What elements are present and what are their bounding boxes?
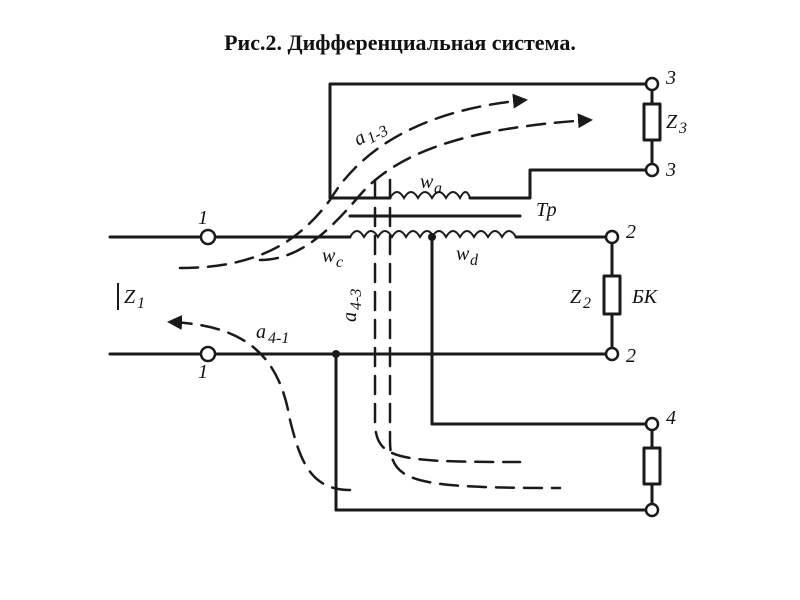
- terminal-4-top: [644, 416, 660, 432]
- label-terminal-2-bottom: 2: [626, 345, 636, 367]
- junction-center-tap: [428, 233, 436, 241]
- figure-caption: Рис.2. Дифференциальная система.: [0, 30, 800, 56]
- terminal-1-top: [199, 228, 217, 246]
- winding-wc: [349, 230, 436, 239]
- path-a41: [167, 314, 352, 492]
- label-terminal-2-top: 2: [626, 221, 636, 243]
- label-wc: w: [322, 245, 336, 267]
- path-a13-inner: [258, 113, 593, 262]
- winding-wd: [431, 230, 517, 239]
- label-z3-sub: 3: [678, 120, 687, 137]
- terminal-2-bottom: [604, 346, 620, 362]
- caption-text: Дифференциальная система.: [287, 30, 576, 55]
- path-a43-outer: [373, 178, 522, 464]
- label-a43: a: [339, 312, 361, 322]
- caption-number: 2.: [265, 30, 282, 55]
- label-wa-sub: a: [434, 180, 442, 197]
- label-wc-sub: c: [336, 254, 343, 271]
- label-terminal-1-top: 1: [198, 207, 208, 229]
- label-a41-sub: 4-1: [268, 330, 289, 347]
- terminal-3-bottom: [644, 162, 660, 178]
- path-a13-outer: [178, 93, 528, 270]
- label-z2: Z: [570, 286, 582, 308]
- label-bk: БК: [631, 286, 659, 308]
- z3-branch-wire: [328, 82, 654, 200]
- winding-wa: [389, 191, 471, 201]
- label-a43-sub: 4-3: [348, 289, 365, 310]
- label-wd: w: [456, 243, 470, 265]
- label-a13: a: [350, 126, 369, 150]
- terminal-1-bottom: [199, 345, 217, 363]
- label-z1-sub: 1: [137, 295, 145, 312]
- terminal-4-bottom: [644, 502, 660, 518]
- label-a41: a: [256, 321, 266, 343]
- label-terminal-1-bottom: 1: [198, 361, 208, 383]
- z2-resistor: [602, 274, 622, 316]
- label-tr: Тр: [536, 199, 557, 221]
- terminal-2-top: [604, 229, 620, 245]
- caption-prefix: Рис.: [224, 30, 266, 55]
- label-wa: w: [420, 171, 434, 193]
- junction-bottom: [332, 350, 340, 358]
- z3-return-wire: [468, 168, 654, 200]
- label-z3: Z: [666, 111, 678, 133]
- terminal-3-top: [644, 76, 660, 92]
- label-terminal-3-bottom: 3: [665, 159, 676, 181]
- label-terminal-3-top: 3: [665, 67, 676, 89]
- label-z1: Z: [124, 286, 136, 308]
- label-terminal-4-top: 4: [666, 407, 676, 429]
- label-z2-sub: 2: [583, 295, 591, 312]
- label-wd-sub: d: [470, 252, 479, 269]
- z4-resistor: [642, 446, 662, 486]
- z3-resistor: [642, 102, 662, 142]
- path-a43-inner: [388, 178, 562, 490]
